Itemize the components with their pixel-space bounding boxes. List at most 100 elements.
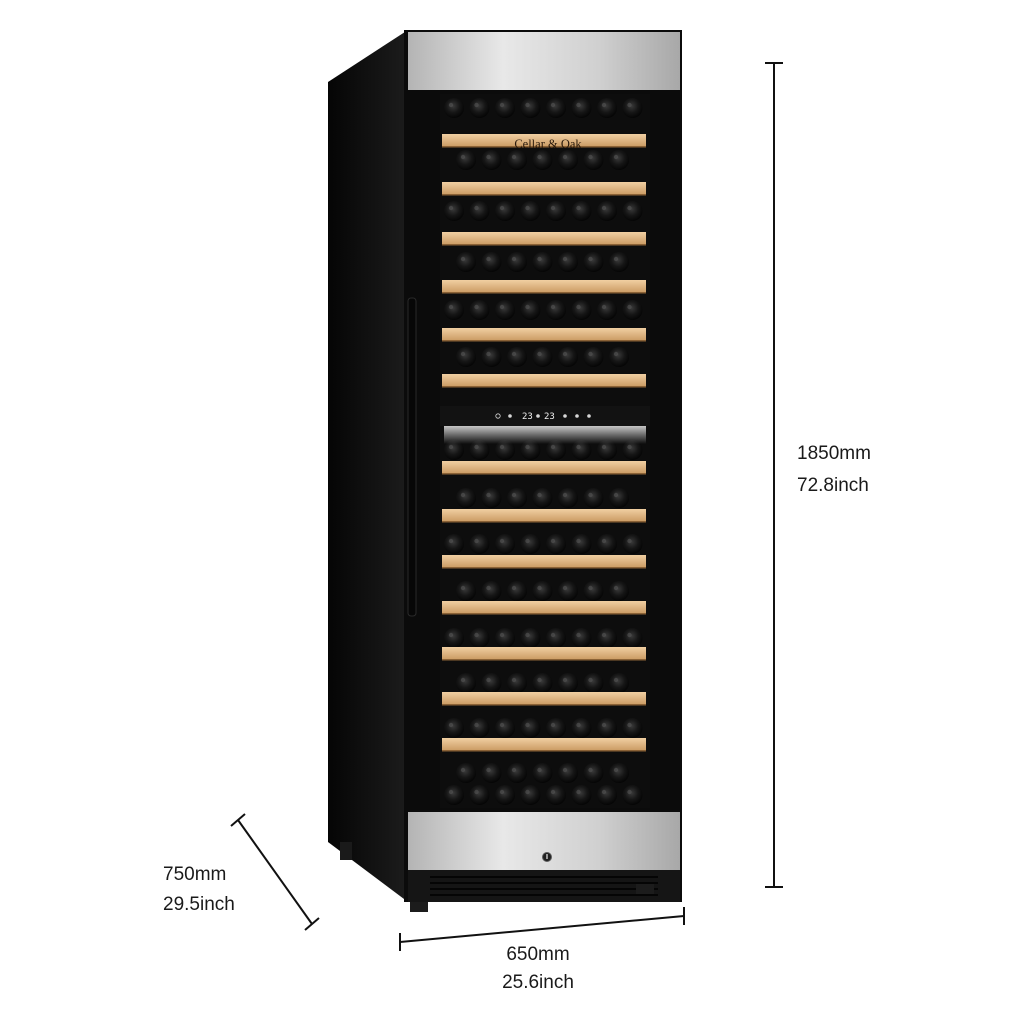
- bottle-highlight: [537, 492, 542, 498]
- bottle-highlight: [486, 492, 491, 498]
- bottle-highlight: [550, 304, 556, 310]
- wine-bottle: [597, 785, 617, 805]
- wine-bottle: [532, 488, 553, 508]
- wine-bottle: [507, 150, 527, 170]
- wine-bottle: [532, 673, 553, 693]
- bottle-highlight: [474, 722, 479, 728]
- bottle-highlight: [550, 205, 556, 211]
- wooden-shelf: [442, 555, 646, 568]
- width-metric-label: 650mm: [506, 944, 569, 965]
- bottle-highlight: [486, 585, 491, 591]
- wine-bottle: [597, 201, 617, 221]
- shelf-edge: [442, 340, 646, 342]
- wooden-shelves: [442, 134, 646, 752]
- wine-bottle: [469, 201, 490, 221]
- bottle-highlight: [537, 767, 542, 773]
- wine-bottle: [622, 440, 643, 460]
- wine-bottle: [622, 718, 643, 738]
- bottle-highlight: [588, 585, 593, 591]
- wine-bottle: [469, 440, 490, 460]
- depth-imperial-label: 29.5inch: [163, 894, 235, 915]
- bottle-highlight: [537, 351, 542, 357]
- shelf-edge: [442, 194, 646, 196]
- wine-bottle: [622, 300, 643, 320]
- wine-bottle: [444, 201, 464, 221]
- bottle-highlight: [550, 538, 556, 544]
- bottle-highlight: [588, 677, 593, 683]
- wine-bottle: [495, 98, 515, 118]
- bottle-highlight: [525, 304, 530, 310]
- wine-bottle: [444, 98, 464, 118]
- bottle-highlight: [448, 102, 454, 108]
- bottle-highlight: [499, 538, 505, 544]
- bottle-highlight: [460, 256, 466, 262]
- bottle-highlight: [601, 722, 607, 728]
- bottle-highlight: [613, 256, 619, 262]
- top-steel-band: [408, 32, 680, 90]
- bottle-highlight: [576, 102, 581, 108]
- wine-bottle: [558, 252, 578, 272]
- wine-bottle: [507, 488, 527, 508]
- bottle-highlight: [562, 492, 568, 498]
- bottle-highlight: [486, 154, 491, 160]
- wine-bottle: [546, 300, 566, 320]
- bottle-highlight: [499, 304, 505, 310]
- shelf-edge: [442, 292, 646, 294]
- wine-bottle: [520, 628, 541, 648]
- wine-bottle: [456, 673, 476, 693]
- vent-slat: [430, 894, 658, 896]
- bottle-highlight: [613, 154, 619, 160]
- wooden-shelf: [442, 601, 646, 614]
- bottle-highlight: [525, 789, 530, 795]
- wine-bottle: [444, 785, 464, 805]
- wine-bottle: [520, 785, 541, 805]
- wine-bottle: [546, 201, 566, 221]
- bottle-highlight: [537, 154, 542, 160]
- bottle-highlight: [627, 632, 632, 638]
- bottle-highlight: [601, 205, 607, 211]
- bottle-highlight: [613, 585, 619, 591]
- wine-bottle: [622, 628, 643, 648]
- wine-bottle: [469, 785, 490, 805]
- wooden-shelf: [442, 738, 646, 751]
- wine-bottle: [495, 534, 515, 554]
- vent-slat: [430, 882, 658, 884]
- bottle-highlight: [627, 722, 632, 728]
- bottle-highlight: [460, 585, 466, 591]
- bottle-highlight: [562, 154, 568, 160]
- control-panel: [440, 406, 650, 426]
- bottle-highlight: [499, 205, 505, 211]
- depth-dimension: [230, 813, 320, 931]
- shelf-edge: [442, 473, 646, 475]
- bottle-highlight: [448, 205, 454, 211]
- wine-bottle: [469, 718, 490, 738]
- bottle-highlight: [576, 205, 581, 211]
- shelf-edge: [442, 567, 646, 569]
- bottle-highlight: [627, 789, 632, 795]
- bottle-highlight: [550, 722, 556, 728]
- front-foot-left: [410, 902, 428, 912]
- bottle-highlight: [525, 205, 530, 211]
- wooden-shelf: [442, 374, 646, 387]
- wine-bottle: [583, 347, 604, 367]
- bottle-highlight: [576, 538, 581, 544]
- wine-bottle: [546, 718, 566, 738]
- vent-slats: [430, 876, 658, 896]
- bottle-highlight: [460, 492, 466, 498]
- wine-bottle: [495, 440, 515, 460]
- wine-bottle: [609, 763, 629, 783]
- shelf-edge: [442, 613, 646, 615]
- wine-bottle: [469, 98, 490, 118]
- width-imperial-label: 25.6inch: [502, 972, 574, 993]
- height-metric-label: 1850mm: [797, 443, 871, 464]
- bottle-highlight: [601, 632, 607, 638]
- wine-bottle: [469, 300, 490, 320]
- wine-bottle: [571, 628, 592, 648]
- wine-bottle: [520, 201, 541, 221]
- door-handle: [407, 297, 417, 617]
- wine-bottle: [583, 763, 604, 783]
- wine-bottle: [558, 347, 578, 367]
- bottle-highlight: [525, 102, 530, 108]
- bottle-highlight: [474, 304, 479, 310]
